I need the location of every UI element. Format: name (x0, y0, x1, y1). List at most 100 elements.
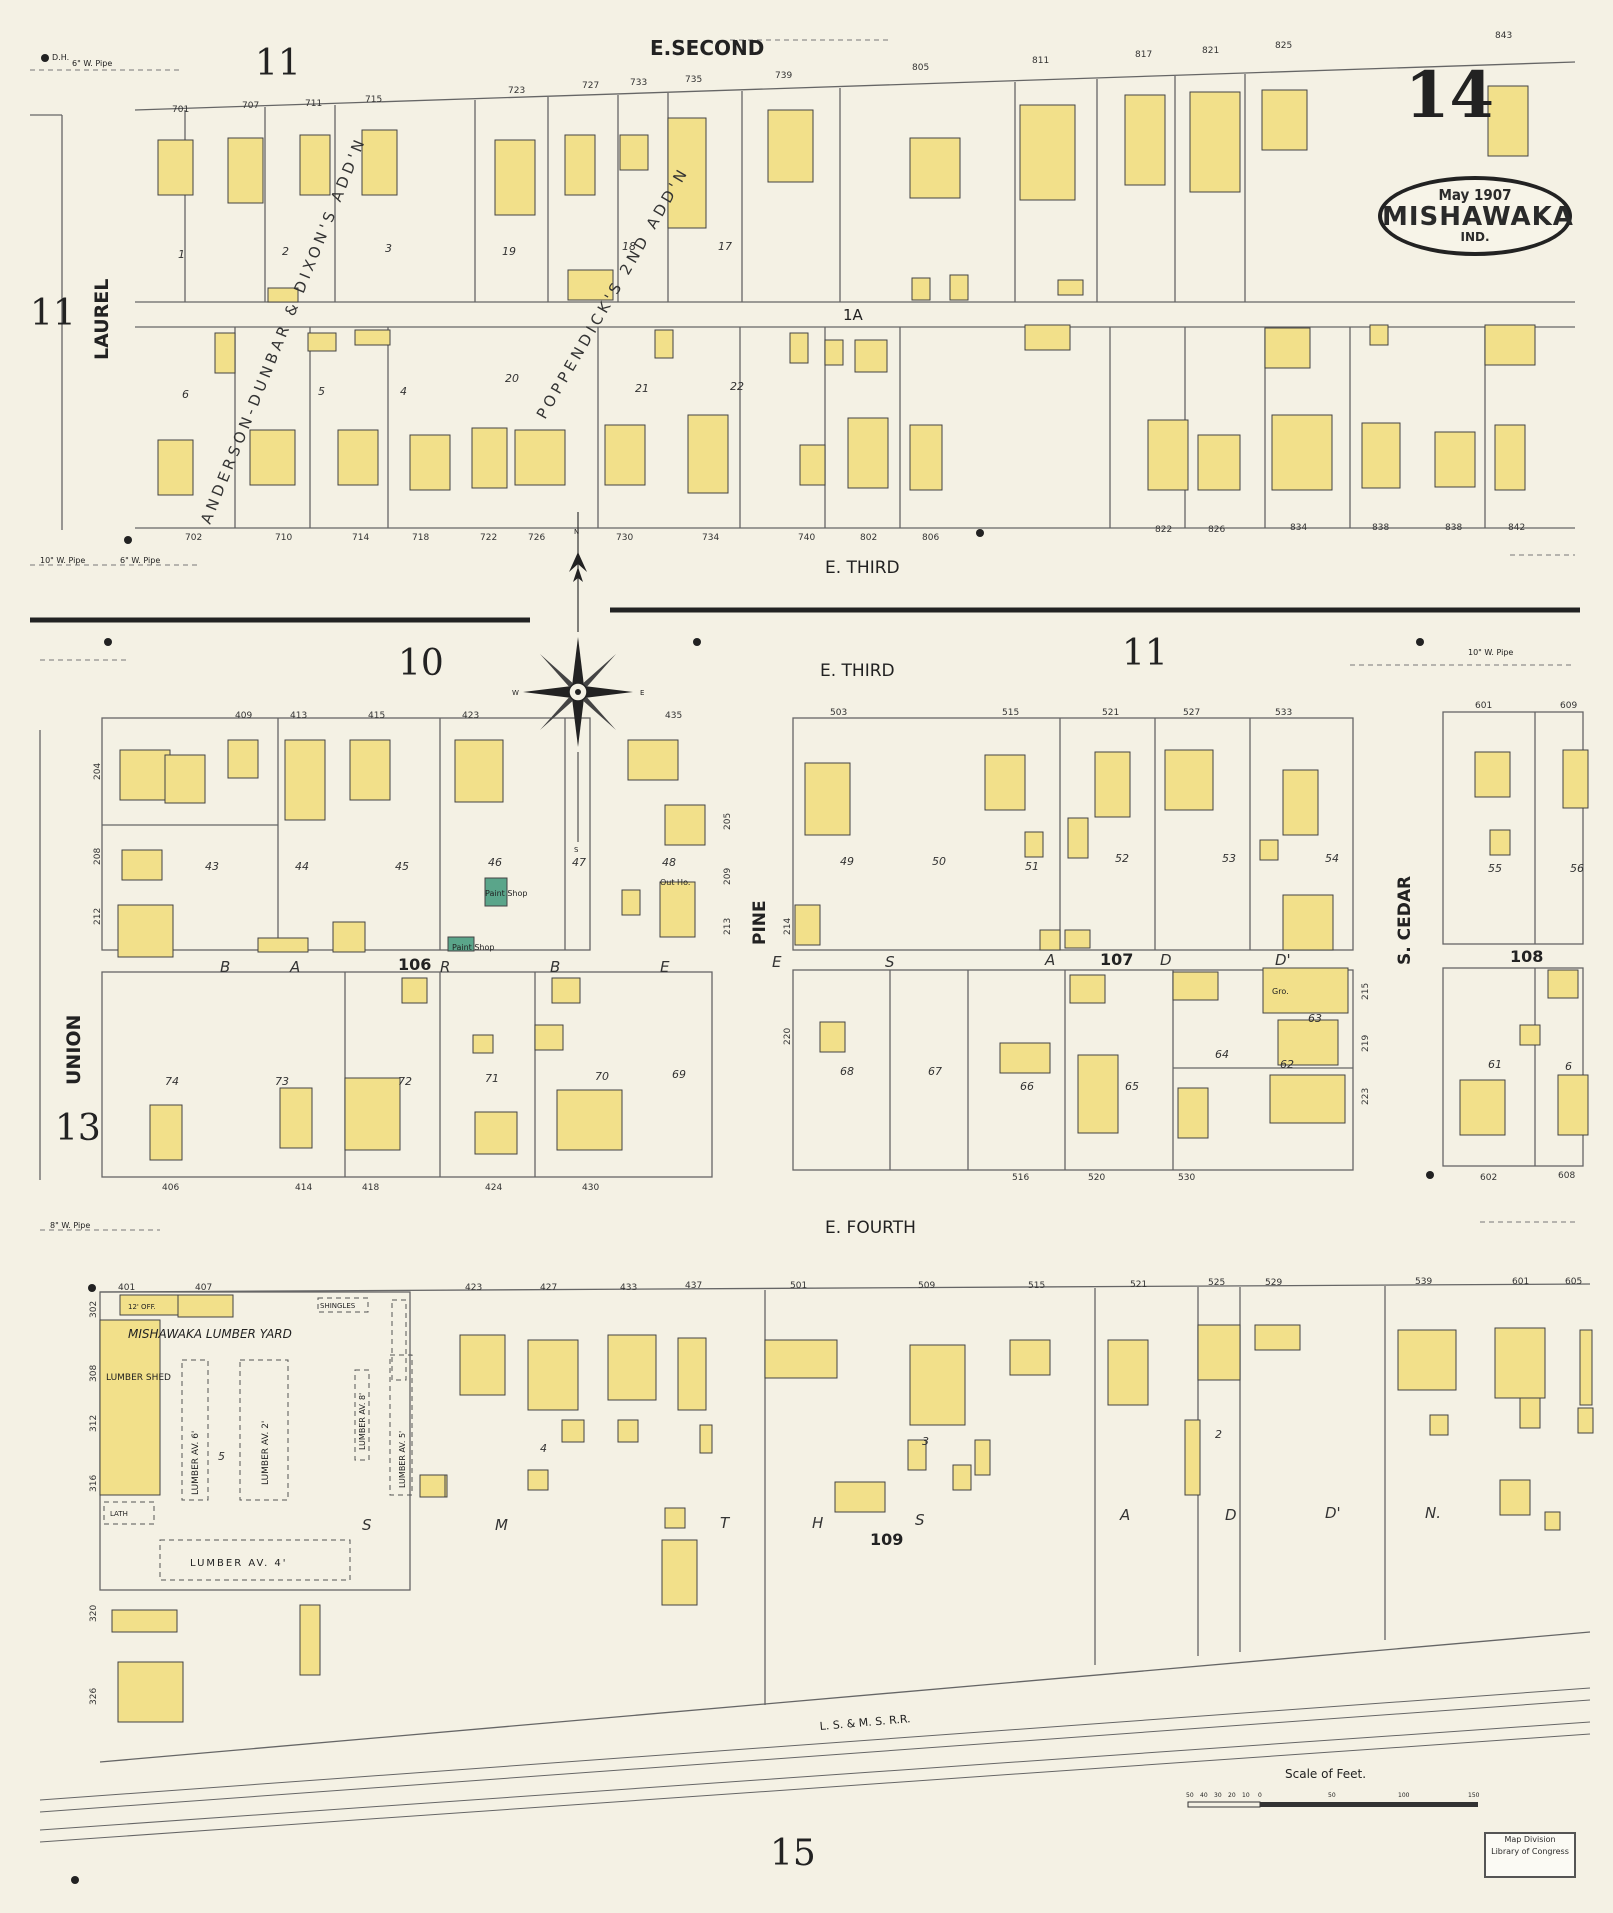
street-e-third-top: E. THIRD (825, 558, 900, 578)
outbuilding (1519, 1397, 1541, 1429)
dwelling (157, 439, 194, 496)
dwelling (1487, 85, 1529, 157)
map-label: 50 (1186, 1792, 1194, 1799)
map-label: 525 (1208, 1278, 1225, 1288)
dwelling (119, 749, 171, 801)
dwelling (1189, 91, 1241, 193)
outbuilding (1184, 1419, 1201, 1496)
dwelling (454, 739, 504, 803)
map-label: 406 (162, 1183, 179, 1193)
paint-shop (484, 877, 508, 907)
map-label: 71 (485, 1072, 499, 1085)
dwelling (1282, 769, 1319, 836)
map-label: 515 (1002, 708, 1019, 718)
map-shape (391, 1299, 407, 1381)
map-label: 740 (798, 533, 815, 543)
outbuilding (974, 1439, 991, 1476)
outbuilding (1484, 324, 1536, 366)
dwelling (1271, 414, 1333, 491)
map-label: 48 (662, 856, 676, 869)
map-label: 427 (540, 1283, 557, 1293)
map-label: 601 (1475, 701, 1492, 711)
map-label: 701 (172, 105, 189, 115)
outbuilding (551, 977, 581, 1004)
hydrant-marker (124, 536, 132, 544)
map-shape (792, 969, 1354, 1171)
block-numbers: 106 107 108 109 (398, 947, 1543, 1549)
map-label: 609 (1560, 701, 1577, 711)
hydrant-marker (976, 529, 984, 537)
map-label: 521 (1130, 1280, 1147, 1290)
outbuilding (299, 1604, 321, 1676)
dwelling (1147, 419, 1189, 491)
dwelling (344, 1077, 401, 1151)
map-label: N (574, 528, 579, 536)
lumber-shed (99, 1319, 161, 1496)
lumber-av-6-label: LUMBER AV. 6' (191, 1431, 201, 1495)
dwelling (1197, 1324, 1241, 1381)
map-label: 527 (1183, 708, 1200, 718)
map-shape (1442, 711, 1584, 945)
map-shape (540, 692, 578, 730)
map-label: 62 (1280, 1058, 1294, 1071)
dwelling (527, 1339, 579, 1411)
map-shape (572, 637, 584, 692)
map-label: 53 (1222, 852, 1236, 865)
outbuilding (111, 1609, 178, 1633)
street-union: UNION (63, 1015, 85, 1085)
dwelling (1277, 1019, 1339, 1066)
map-label: 424 (485, 1183, 502, 1193)
map-shape (354, 1369, 370, 1461)
hydrant-marker (104, 638, 112, 646)
street-lines (30, 61, 1591, 1843)
map-label: 6 (1565, 1060, 1572, 1073)
outbuilding (214, 332, 236, 374)
map-label: 423 (465, 1283, 482, 1293)
map-label: 10" W. Pipe (1468, 648, 1513, 657)
map-shape (1188, 1802, 1478, 1807)
dwelling (909, 424, 943, 491)
map-label: 46 (488, 856, 502, 869)
outbuilding (177, 1294, 234, 1318)
outbuilding (1024, 831, 1044, 858)
map-label: 20 (1228, 1792, 1236, 1799)
map-shape (317, 1297, 369, 1313)
dwelling (1197, 434, 1241, 491)
map-label: D' (1325, 1504, 1341, 1522)
map-label: M (495, 1516, 508, 1534)
map-label: 6 (182, 388, 189, 401)
map-label: 50 (932, 855, 946, 868)
dwelling (1077, 1054, 1119, 1134)
map-label: 72 (398, 1075, 412, 1088)
map-label: 219 (1361, 1035, 1371, 1052)
paint-shop-label-1: Paint Shop (485, 889, 527, 898)
side-address-numbers: 204 208 212 302 308 312 316 320 326 205 … (89, 763, 1371, 1705)
block-109: 109 (870, 1530, 903, 1549)
outbuilding (907, 1439, 927, 1471)
dwelling (1459, 1079, 1506, 1136)
outbuilding (854, 339, 888, 373)
map-label: 843 (1495, 31, 1512, 41)
map-label: 65 (1125, 1080, 1139, 1093)
outbuilding (794, 904, 821, 946)
outbuilding (1262, 967, 1349, 1014)
map-label: 825 (1275, 41, 1292, 51)
dwelling (1261, 89, 1308, 151)
map-shape (1442, 967, 1584, 1167)
dwelling (299, 134, 331, 196)
office-label: 12' OFF. (128, 1303, 156, 1311)
outbuilding (654, 329, 674, 359)
dwelling (661, 1539, 698, 1606)
map-label: 433 (620, 1283, 637, 1293)
map-label: D (1160, 951, 1172, 969)
compass-rose (523, 512, 633, 842)
dwelling (279, 1087, 313, 1149)
map-shape (181, 1359, 209, 1501)
map-label: 821 (1202, 46, 1219, 56)
dwelling (677, 1337, 707, 1411)
map-label: 414 (295, 1183, 312, 1193)
map-label: 413 (290, 711, 307, 721)
outbuilding (1544, 1511, 1561, 1531)
map-label: 726 (528, 533, 545, 543)
outbuilding (1259, 839, 1279, 861)
